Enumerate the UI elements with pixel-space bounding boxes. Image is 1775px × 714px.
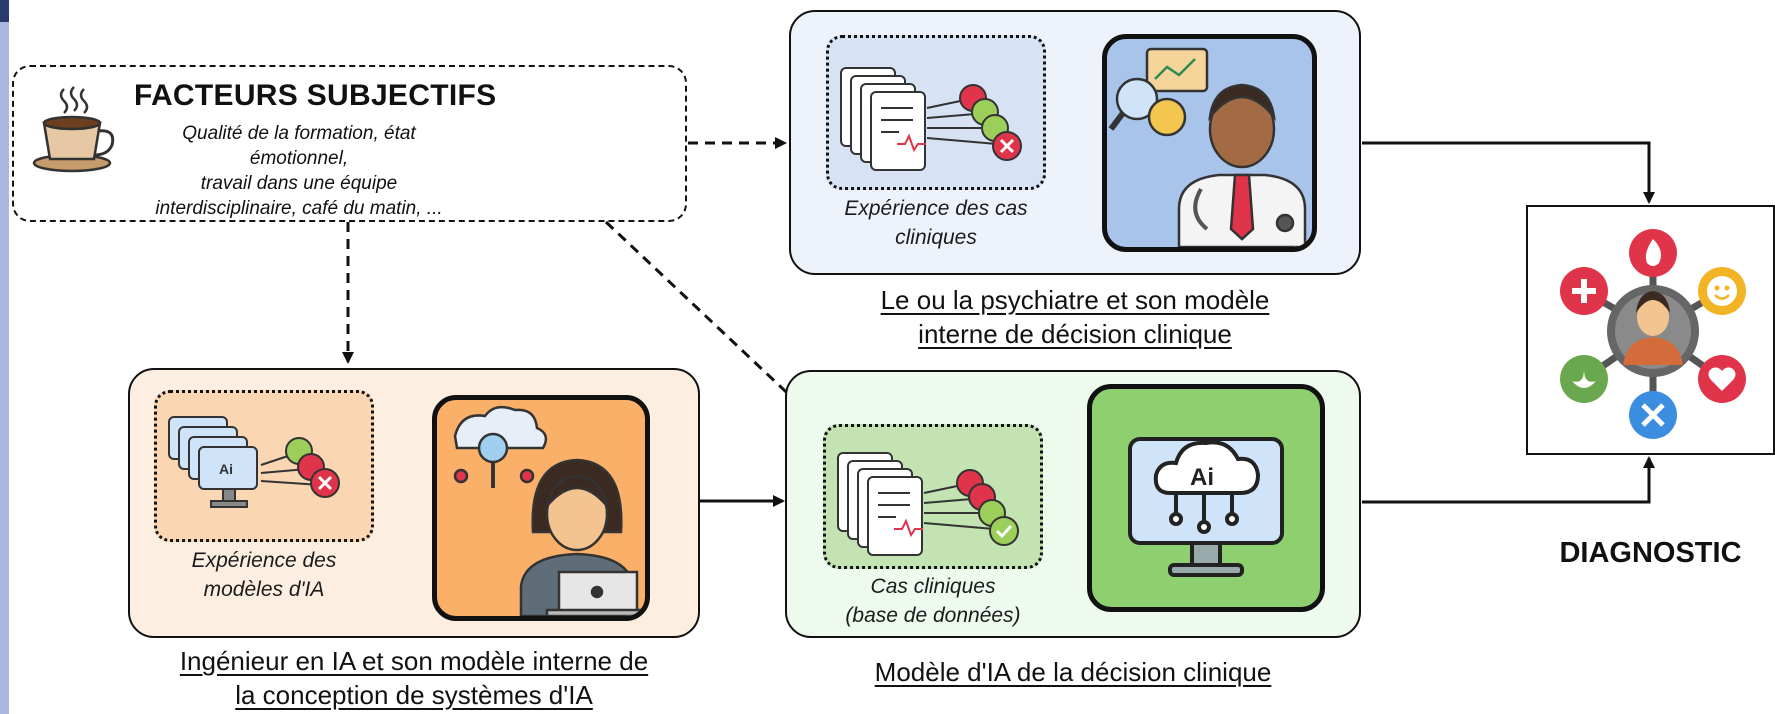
- psychiatrist-title: Le ou la psychiatre et son modèle intern…: [800, 283, 1350, 351]
- subjective-text-line: travail dans une équipe: [200, 173, 398, 194]
- subjective-factors-text: Qualité de la formation, état émotionnel…: [134, 121, 464, 221]
- diagnostic-box: [1526, 205, 1775, 455]
- caption-line: Expérience des: [191, 549, 337, 572]
- doctor-icon: [1108, 47, 1307, 247]
- engineer-box: Ai Expérience des modèles d'IA: [128, 368, 700, 638]
- ai-models-caption: Expérience des modèles d'IA: [154, 546, 374, 604]
- ai-computer-icon: Ai: [1128, 437, 1284, 577]
- clinical-database-panel: [823, 424, 1043, 569]
- svg-text:Ai: Ai: [1190, 464, 1214, 491]
- ai-model-box: Cas cliniques (base de données) Ai: [785, 370, 1361, 638]
- clinical-database-caption: Cas cliniques (base de données): [823, 572, 1043, 630]
- caption-line: cliniques: [895, 226, 977, 249]
- subjective-factors-box: FACTEURS SUBJECTIFS Qualité de la format…: [12, 65, 687, 222]
- caption-line: Expérience des cas: [844, 197, 1028, 220]
- arrow-psychiatrist-to-diagnostic: [1362, 141, 1655, 204]
- clinical-cases-panel: [826, 35, 1046, 190]
- left-edge-bar-top: [0, 0, 9, 22]
- arrow-subjective-to-ai-cases: [604, 220, 820, 424]
- doctor-portrait: [1102, 34, 1317, 252]
- caption-line: modèles d'IA: [203, 578, 325, 601]
- clinical-cases-caption: Expérience des cas cliniques: [826, 194, 1046, 252]
- title-line: la conception de systèmes d'IA: [235, 680, 593, 710]
- title-line: Ingénieur en IA et son modèle interne de: [179, 646, 649, 676]
- ai-model-title: Modèle d'IA de la décision clinique: [874, 657, 1272, 687]
- engineer-portrait: [432, 395, 650, 621]
- arrow-ai-to-diagnostic: [1362, 456, 1655, 504]
- subjective-text-line: interdisciplinaire, café du matin, ...: [155, 198, 443, 219]
- coffee-cup-icon: [32, 86, 115, 173]
- subjective-factors-title: FACTEURS SUBJECTIFS: [134, 79, 497, 112]
- ai-computer-portrait: Ai: [1087, 384, 1325, 612]
- engineer-laptop-icon: [453, 405, 645, 616]
- clinical-database-icon: [837, 452, 1019, 556]
- ai-models-icon: Ai: [168, 416, 340, 508]
- subjective-text-line: Qualité de la formation, état émotionnel…: [182, 123, 416, 169]
- ai-models-panel: Ai: [154, 390, 374, 542]
- svg-text:Ai: Ai: [219, 461, 233, 477]
- caption-line: Cas cliniques: [870, 575, 996, 598]
- clinical-cases-icon: [840, 67, 1022, 171]
- caption-line: (base de données): [845, 604, 1021, 627]
- left-edge-bar: [0, 0, 9, 714]
- title-line: Le ou la psychiatre et son modèle: [880, 285, 1270, 315]
- psychiatrist-box: Expérience des cas cliniques: [789, 10, 1361, 275]
- diagnostic-label: DIAGNOSTIC: [1559, 537, 1742, 569]
- patient-diagnosis-icon: [1560, 229, 1746, 439]
- engineer-title: Ingénieur en IA et son modèle interne de…: [128, 644, 700, 712]
- title-line: interne de décision clinique: [918, 319, 1232, 349]
